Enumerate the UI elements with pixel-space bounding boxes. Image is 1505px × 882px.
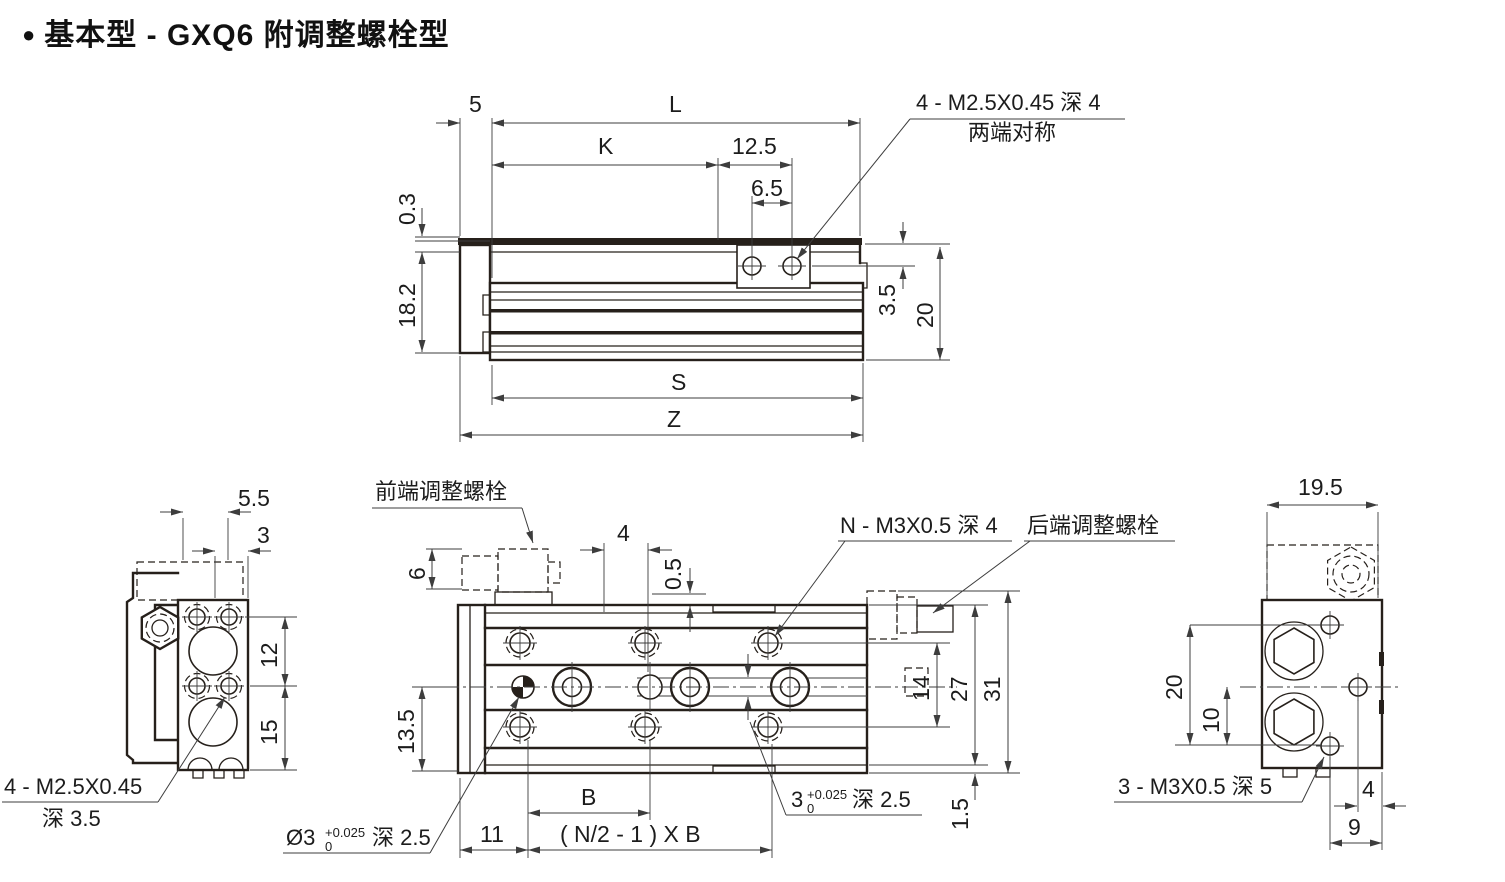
adjust-bolt-phantom-hex: [1327, 546, 1375, 602]
piston-arches: [1264, 621, 1324, 752]
dim-3-5: 3.5: [874, 284, 900, 316]
hex-socket-upper: [1273, 627, 1315, 675]
side-view-dimensions: 5 L K 12.5 6.5 0.3 18.2 3.5: [394, 91, 950, 442]
thread-hole-rows: [503, 626, 785, 744]
dim-pitch: ( N/2 - 1 ) X B: [560, 821, 701, 847]
symmetry-note: 两端对称: [968, 120, 1056, 145]
bore-tol-lower: 0: [325, 839, 332, 854]
dim-19-5: 19.5: [1298, 474, 1343, 500]
n-thread-callout: N - M3X0.5 深 4: [774, 513, 1012, 637]
cylinder-body: [488, 281, 865, 362]
right-end-thread-callout: 3 - M3X0.5 深 5: [1114, 756, 1325, 803]
rear-bolt-callout: 后端调整螺栓: [932, 513, 1175, 614]
thread-holes: [182, 602, 244, 701]
mount-plate-holes: [738, 252, 806, 280]
bore-upper: [188, 626, 238, 676]
dim-6: 6: [404, 567, 430, 580]
dim-1-5: 1.5: [947, 798, 973, 830]
left-end-thread-callout: 4 - M2.5X0.45 深 3.5: [2, 696, 226, 831]
dim-27: 27: [946, 676, 972, 702]
dim-15: 15: [256, 719, 282, 745]
slot-tol-upper: +0.025: [807, 787, 847, 802]
slot-tol-lower: 0: [807, 801, 814, 816]
thread-note: 3 - M3X0.5 深 5: [1118, 774, 1272, 799]
adjust-bolt-hex: [140, 605, 180, 651]
dim-0-5: 0.5: [660, 558, 686, 590]
dim-20: 20: [1161, 674, 1187, 700]
side-view-thread-callout: 4 - M2.5X0.45 深 4 两端对称: [796, 90, 1125, 260]
thread-note: 4 - M2.5X0.45 深 4: [916, 90, 1101, 115]
dim-9: 9: [1348, 814, 1361, 840]
table-phantom-outline: [136, 561, 244, 601]
dim-12: 12: [256, 642, 282, 668]
thread-note-line1: 4 - M2.5X0.45: [4, 774, 142, 799]
page-title-text: 基本型 - GXQ6 附调整螺栓型: [44, 19, 450, 52]
datum-target: [511, 675, 535, 699]
slot-callout: 3 +0.025 0 深 2.5: [749, 721, 922, 816]
dim-18-2: 18.2: [394, 283, 420, 328]
front-bolt-note: 前端调整螺栓: [375, 479, 507, 504]
slot-depth: 深 2.5: [852, 787, 911, 812]
n-thread-note: N - M3X0.5 深 4: [840, 513, 998, 538]
bore-lower: [188, 697, 238, 747]
dim-6-5: 6.5: [751, 175, 783, 201]
dim-14: 14: [908, 675, 934, 701]
right-end-dimensions: 19.5 20 10 4 9: [1161, 474, 1406, 850]
left-end-view: 5.5 3 12 15 4 - M2.5X0.45 深 3.5: [2, 485, 297, 831]
left-end-dimensions: 5.5 3 12 15: [160, 485, 297, 771]
dim-S: S: [671, 369, 686, 395]
slide-table-top-surface: [458, 238, 862, 245]
bore-depth: 深 2.5: [372, 825, 431, 850]
body-rails: [469, 603, 869, 775]
dim-0-3: 0.3: [394, 193, 420, 225]
dim-5: 5: [469, 91, 482, 117]
dim-4: 4: [1362, 776, 1375, 802]
bore-dia: Ø3: [286, 825, 315, 850]
dim-11: 11: [480, 821, 504, 847]
slot-width: 3: [791, 787, 803, 812]
bore-tol-upper: +0.025: [325, 825, 365, 840]
end-cap-left: [458, 243, 492, 355]
page-title: ● 基本型 - GXQ6 附调整螺栓型: [22, 10, 450, 54]
dim-20: 20: [912, 302, 938, 328]
dim-12-5: 12.5: [732, 133, 777, 159]
dim-B: B: [581, 784, 596, 810]
dim-10: 10: [1198, 707, 1224, 733]
thread-note-line2: 深 3.5: [42, 806, 101, 831]
top-view-dimensions: 6 4 0.5 14 27 31 1.5: [393, 520, 1020, 858]
dim-31: 31: [979, 676, 1005, 702]
dim-5-5: 5.5: [238, 485, 270, 511]
dim-L: L: [669, 91, 682, 117]
dim-4: 4: [617, 520, 630, 546]
dim-13-5: 13.5: [393, 709, 419, 754]
side-view: 5 L K 12.5 6.5 0.3 18.2 3.5: [394, 90, 1125, 442]
front-adjust-bolt: [461, 548, 561, 606]
rear-bolt-note: 后端调整螺栓: [1027, 513, 1159, 538]
front-bolt-callout: 前端调整螺栓: [372, 479, 534, 544]
dim-K: K: [598, 133, 614, 159]
dim-Z: Z: [667, 406, 681, 432]
bullet-icon: ●: [22, 22, 37, 47]
bottom-ports: [187, 757, 245, 779]
rail-arm-outline: [125, 571, 180, 765]
rail-groove: [153, 603, 180, 742]
top-view: 6 4 0.5 14 27 31 1.5: [283, 479, 1175, 858]
dim-3: 3: [257, 522, 270, 548]
right-end-view: 19.5 20 10 4 9 3 - M3X0.5 深 5: [1114, 474, 1406, 850]
cylinder-body-lines: [482, 291, 863, 353]
bore-callout: Ø3 +0.025 0 深 2.5: [283, 696, 520, 854]
